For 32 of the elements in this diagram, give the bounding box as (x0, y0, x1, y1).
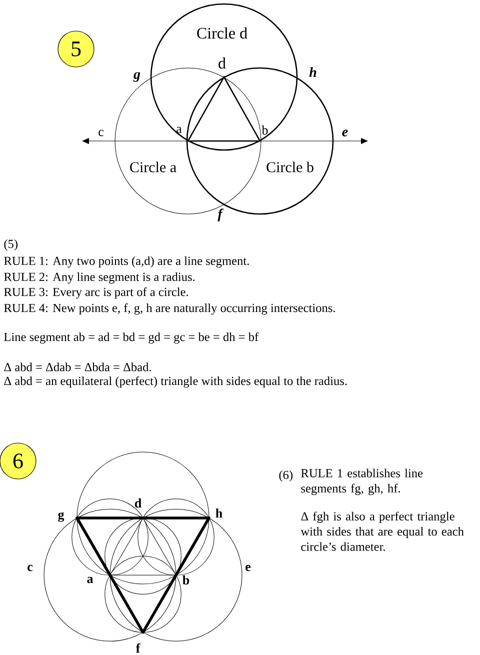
point-label: c (98, 130, 104, 136)
point-label: d (134, 498, 142, 508)
equation-text: Line segment ab = ad = bd = gd = gc = be = dh = bf (4, 332, 259, 344)
point-label: d (218, 57, 226, 69)
point-label: a (176, 126, 182, 134)
point-label: h (216, 508, 222, 518)
note-text: (6) (279, 470, 292, 482)
rule-text: RULE 1: Any two points (a,d) are a line segment. (4, 256, 249, 268)
point-label: b (182, 575, 190, 585)
equation-text: Δ abd = an equilateral (perfect) triangle with sides equal to the radius. (4, 376, 347, 388)
rule-text: (5) (4, 239, 18, 251)
rule-text: RULE 4: New points e, f, g, h are naturally occurring intersections. (4, 303, 335, 315)
point-label: h (309, 67, 316, 77)
point-label: e (342, 130, 348, 136)
note-text: Δ fgh is also a perfect triangle with sides that are equal to each circle’s diameter. (300, 512, 464, 551)
number-badge: 6 (0, 442, 36, 480)
point-label: f (136, 643, 140, 653)
number-badge: 5 (58, 30, 94, 68)
circle-label: Circle d (197, 27, 248, 39)
circle-label: Circle a (130, 162, 176, 172)
point-label: c (28, 564, 33, 572)
point-label: f (218, 208, 224, 222)
rule-text: RULE 3: Every arc is part of a circle. (4, 287, 188, 299)
point-label: g (133, 72, 140, 82)
point-label: e (246, 564, 251, 572)
note-text: RULE 1 establishes line segments fg, gh, hf. (301, 468, 423, 496)
point-label: a (87, 576, 94, 584)
point-label: b (262, 125, 268, 135)
rule-text: RULE 2: Any line segment is a radius. (4, 272, 195, 284)
equation-text: Δ abd = Δdab = Δbda = Δbad. (4, 362, 151, 372)
point-label: g (58, 512, 64, 522)
circle-label: Circle b (266, 162, 314, 172)
